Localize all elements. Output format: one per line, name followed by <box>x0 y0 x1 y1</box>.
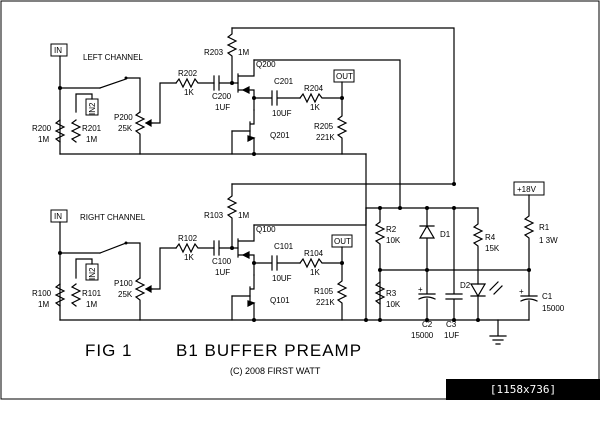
value-R204: 1K <box>310 103 320 112</box>
label-R101: R101 <box>82 289 102 298</box>
label-D2: D2 <box>460 281 471 290</box>
label-C2: C2 <box>422 320 433 329</box>
title: B1 BUFFER PREAMP <box>176 341 362 360</box>
label-R4: R4 <box>485 233 496 242</box>
label-Q101: Q101 <box>270 296 290 305</box>
in-left-label: IN <box>54 46 62 55</box>
out-left-box <box>333 69 355 83</box>
schematic-frame: IN LEFT CHANNEL IN2 R200 1M R201 1M P200… <box>0 0 600 400</box>
value-P200: 25K <box>118 124 133 133</box>
c2-plus: + <box>418 285 423 294</box>
label-C101: C101 <box>274 242 294 251</box>
schematic-diagram: IN LEFT CHANNEL IN2 R200 1M R201 1M P200… <box>0 0 600 400</box>
supply-label: +18V <box>517 185 537 194</box>
label-C100: C100 <box>212 257 232 266</box>
label-R3: R3 <box>386 289 397 298</box>
in-right-box <box>50 209 68 223</box>
in-left-box <box>50 43 68 57</box>
value-C201: 10UF <box>272 109 292 118</box>
value-R205: 221K <box>316 133 335 142</box>
value-R2: 10K <box>386 236 401 245</box>
label-Q201: Q201 <box>270 131 290 140</box>
left-channel-label: LEFT CHANNEL <box>83 53 143 62</box>
label-P100: P100 <box>114 279 133 288</box>
label-R102: R102 <box>178 234 198 243</box>
value-P100: 25K <box>118 290 133 299</box>
value-R1: 1 3W <box>539 236 558 245</box>
in2-left-label: IN2 <box>88 102 97 115</box>
out-left-label: OUT <box>336 72 353 81</box>
value-C101: 10UF <box>272 274 292 283</box>
label-Q200: Q200 <box>256 60 276 69</box>
label-C200: C200 <box>212 92 232 101</box>
copyright: (C) 2008 FIRST WATT <box>230 366 321 376</box>
value-C100: 1UF <box>215 268 230 277</box>
in-right-label: IN <box>54 212 62 221</box>
label-R104: R104 <box>304 249 324 258</box>
label-R205: R205 <box>314 122 334 131</box>
value-C3: 1UF <box>444 331 459 340</box>
left-channel: IN LEFT CHANNEL IN2 R200 1M R201 1M P200… <box>32 27 455 209</box>
label-R200: R200 <box>32 124 52 133</box>
value-R203: 1M <box>238 48 249 57</box>
value-R104: 1K <box>310 268 320 277</box>
border <box>0 0 600 400</box>
label-Q100: Q100 <box>256 225 276 234</box>
label-R202: R202 <box>178 69 198 78</box>
value-R105: 221K <box>316 298 335 307</box>
value-R101: 1M <box>86 300 97 309</box>
label-R204: R204 <box>304 84 324 93</box>
right-channel: IN RIGHT CHANNEL IN2 R100 1M R101 1M P10… <box>32 182 456 322</box>
right-channel-label: RIGHT CHANNEL <box>80 213 146 222</box>
value-C1: 15000 <box>542 304 565 313</box>
label-R201: R201 <box>82 124 102 133</box>
label-C1: C1 <box>542 292 553 301</box>
c1-plus: + <box>519 287 524 296</box>
watermark: [1158x736] http://uplc.me/ <box>446 379 600 417</box>
label-C3: C3 <box>446 320 457 329</box>
in2-right-label: IN2 <box>88 267 97 280</box>
value-R102: 1K <box>184 253 194 262</box>
label-P200: P200 <box>114 113 133 122</box>
label-R103: R103 <box>204 211 224 220</box>
value-R201: 1M <box>86 135 97 144</box>
value-C200: 1UF <box>215 103 230 112</box>
label-R100: R100 <box>32 289 52 298</box>
value-C2: 15000 <box>411 331 434 340</box>
label-R203: R203 <box>204 48 224 57</box>
value-R100: 1M <box>38 300 49 309</box>
value-R103: 1M <box>238 211 249 220</box>
label-D1: D1 <box>440 230 451 239</box>
value-R202: 1K <box>184 88 194 97</box>
label-R105: R105 <box>314 287 334 296</box>
label-C201: C201 <box>274 77 294 86</box>
power-supply: R2 10K R3 10K D1 + C2 15000 C3 1UF R4 15… <box>59 153 565 345</box>
fig-label: FIG 1 <box>85 341 133 360</box>
value-R200: 1M <box>38 135 49 144</box>
value-R4: 15K <box>485 244 500 253</box>
value-R3: 10K <box>386 300 401 309</box>
label-R2: R2 <box>386 225 397 234</box>
label-R1: R1 <box>539 223 550 232</box>
out-right-label: OUT <box>334 237 351 246</box>
